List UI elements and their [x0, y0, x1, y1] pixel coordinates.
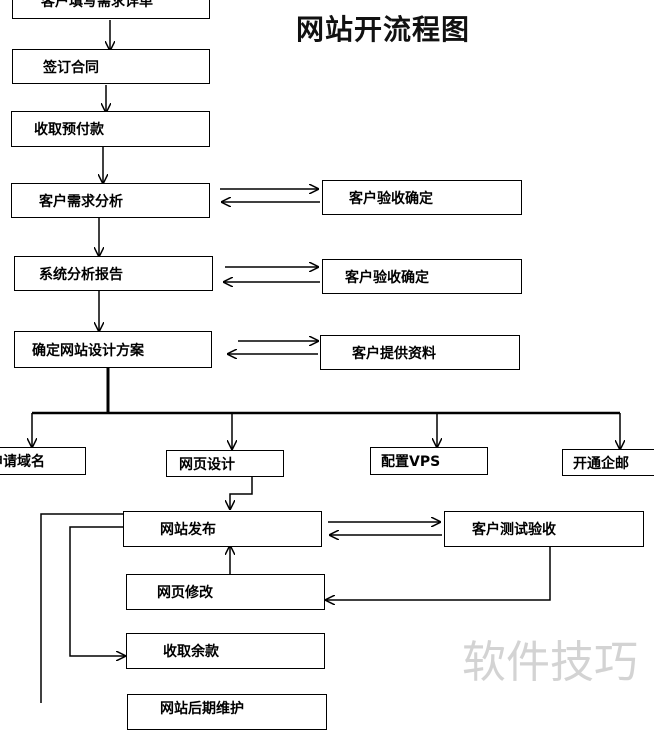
node-web-design: 网页设计: [166, 450, 284, 477]
node-label: 开通企邮: [573, 455, 629, 472]
node-label: 网页设计: [179, 456, 235, 473]
arrow-test-to-modification: [326, 547, 551, 600]
node-sign-contract: 签订合同: [12, 49, 210, 84]
node-label: 客户测试验收: [472, 522, 556, 538]
node-label: 网站后期维护: [160, 701, 244, 717]
node-customer-provide-materials: 客户提供资料: [320, 335, 520, 370]
node-label: 客户验收确定: [345, 269, 429, 286]
node-open-enterprise-mail: 开通企邮: [562, 449, 654, 476]
node-apply-domain: 申请域名: [0, 447, 86, 475]
node-customer-acceptance-2: 客户验收确定: [322, 259, 522, 294]
node-label: 申请域名: [0, 454, 45, 470]
node-system-analysis-report: 系统分析报告: [14, 256, 213, 291]
arrow-publish-to-balance: [69, 526, 125, 656]
node-label: 配置VPS: [381, 454, 441, 470]
node-label: 网站发布: [160, 522, 216, 538]
arrow-publish-to-maintenance: [40, 513, 123, 703]
node-label: 客户验收确定: [349, 190, 433, 207]
node-label: 签订合同: [43, 59, 99, 76]
node-confirm-design-plan: 确定网站设计方案: [14, 331, 212, 368]
arrow-webdesign-to-publish: [230, 477, 253, 509]
node-website-maintenance: 网站后期维护: [127, 694, 327, 730]
node-collect-balance: 收取余款: [126, 633, 325, 669]
node-web-modification: 网页修改: [126, 574, 325, 610]
node-label: 确定网站设计方案: [32, 342, 144, 359]
node-configure-vps: 配置VPS: [370, 447, 488, 475]
node-label: 收取预付款: [34, 122, 104, 138]
node-customer-requirements-analysis: 客户需求分析: [11, 183, 210, 218]
node-label: 收取余款: [163, 644, 219, 660]
node-customer-fill-requirements: 客户填写需求详单: [12, 0, 210, 19]
diagram-title: 网站开流程图: [296, 13, 471, 46]
node-label: 网页修改: [157, 585, 213, 601]
node-customer-test-acceptance: 客户测试验收: [444, 511, 644, 547]
node-collect-advance-payment: 收取预付款: [11, 111, 210, 147]
node-label: 客户需求分析: [39, 193, 123, 210]
node-customer-acceptance-1: 客户验收确定: [322, 180, 522, 215]
node-label: 客户提供资料: [352, 345, 436, 362]
node-website-publish: 网站发布: [123, 511, 322, 547]
watermark-text: 软件技巧: [462, 637, 638, 688]
node-label: 系统分析报告: [39, 266, 123, 283]
node-label: 客户填写需求详单: [41, 0, 153, 10]
flowchart-connectors: [0, 20, 654, 703]
